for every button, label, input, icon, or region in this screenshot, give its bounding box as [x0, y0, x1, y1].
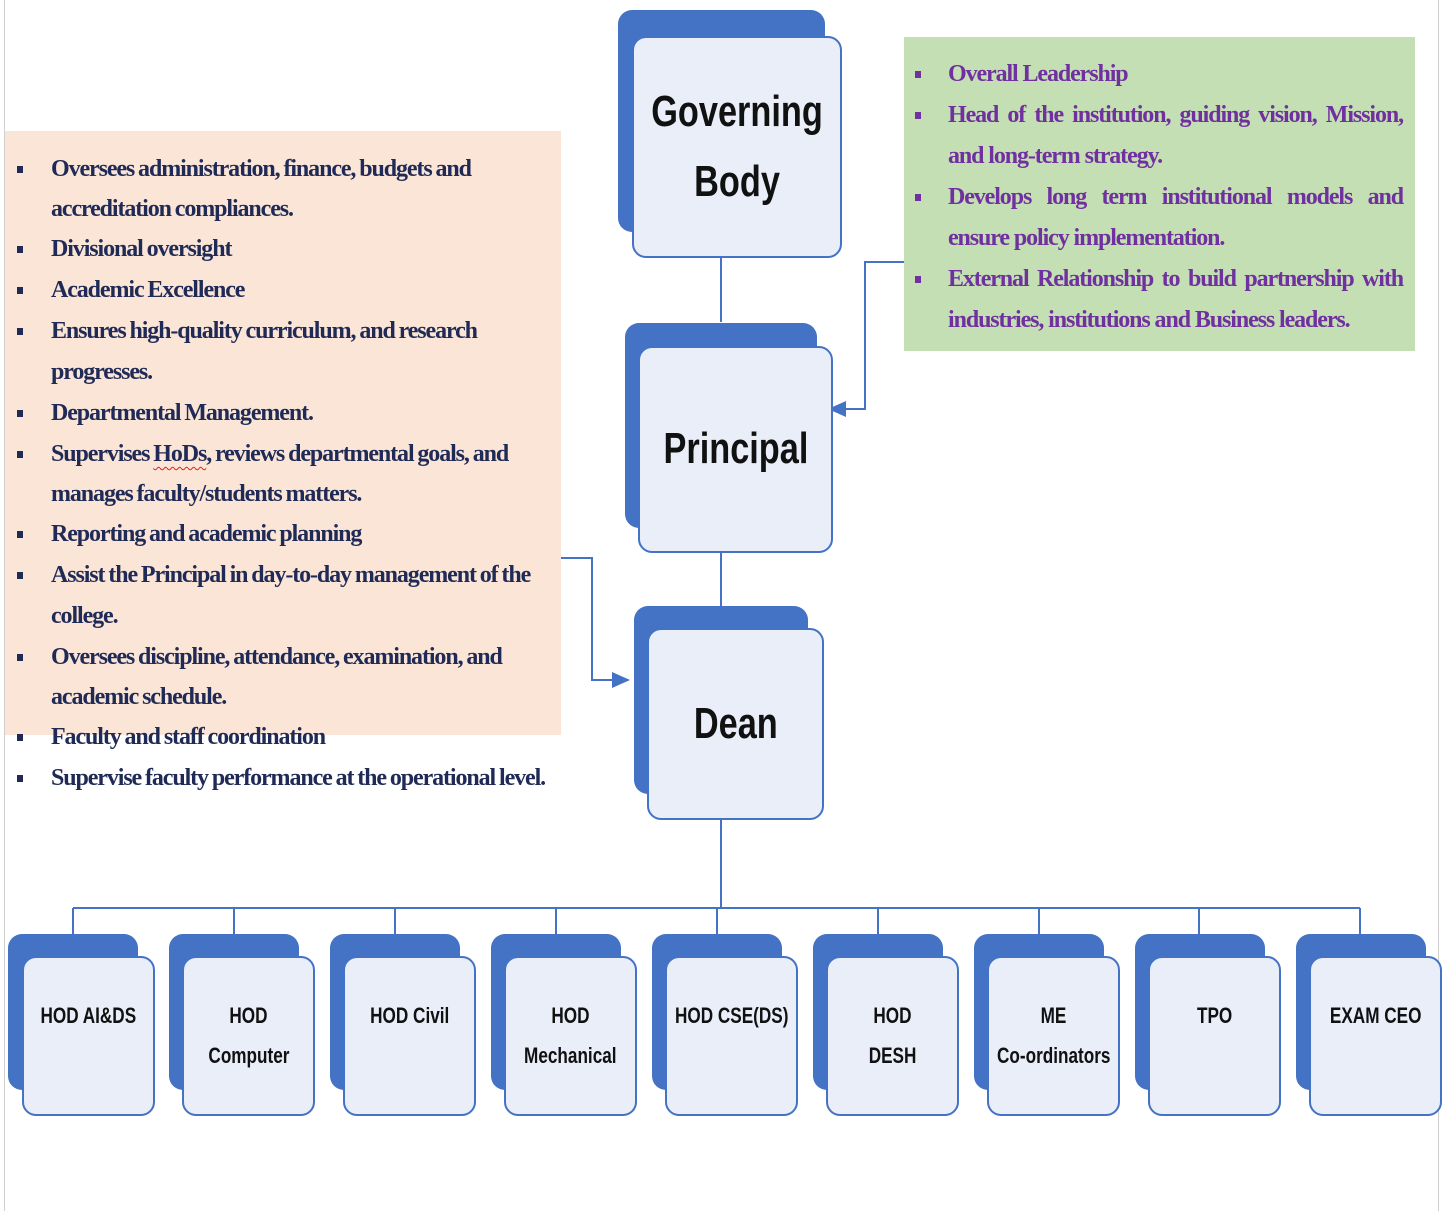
- list-item: Head of the institution, guiding vision,…: [915, 95, 1404, 177]
- list-item: Reporting and academic planning: [17, 514, 553, 555]
- list-item: Departmental Management.: [17, 393, 553, 434]
- hod-box: EXAM CEO: [1296, 934, 1444, 1120]
- college-logo-emblem: [20, 0, 120, 28]
- hod-box: HOD AI&DS: [8, 934, 156, 1120]
- list-item: Overall Leadership: [915, 54, 1403, 95]
- principal-responsibilities-panel: Overall Leadership Head of the instituti…: [904, 37, 1415, 351]
- list-item: Supervise faculty performance at the ope…: [17, 758, 553, 799]
- arrow-right-panel-to-principal: [828, 261, 904, 417]
- list-item: Ensures high-quality curriculum, and res…: [17, 311, 553, 393]
- page-border-right: [1438, 0, 1439, 1211]
- list-item: Develops long term institutional models …: [915, 177, 1404, 259]
- governing-body-box: Governing Body: [618, 10, 844, 260]
- dean-box: Dean: [634, 606, 826, 822]
- college-logo: [20, 0, 120, 28]
- principal-label: Principal: [663, 424, 808, 474]
- arrow-left-panel-to-dean: [561, 557, 630, 688]
- list-item: Faculty and staff coordination: [17, 717, 553, 758]
- page-border-left: [4, 0, 5, 1211]
- list-item: Supervises HoDs, reviews departmental go…: [17, 434, 553, 514]
- spellcheck-underline: HoDs: [153, 441, 207, 467]
- governing-body-line2: Body: [694, 157, 780, 206]
- dean-responsibilities-list: Oversees administration, finance, budget…: [17, 149, 553, 799]
- list-item: Oversees administration, finance, budget…: [17, 149, 553, 229]
- hod-box: TPO: [1135, 934, 1283, 1120]
- hod-box: HOD Civil: [330, 934, 478, 1120]
- dean-label: Dean: [693, 698, 778, 748]
- governing-body-line1: Governing: [651, 86, 823, 136]
- list-item: Academic Excellence: [17, 270, 553, 311]
- dean-responsibilities-panel: Oversees administration, finance, budget…: [5, 131, 561, 791]
- list-item: External Relationship to build partnersh…: [915, 259, 1404, 341]
- principal-box: Principal: [625, 323, 835, 555]
- principal-responsibilities-list: Overall Leadership Head of the instituti…: [915, 54, 1404, 341]
- list-item: Divisional oversight: [17, 229, 553, 270]
- list-item: Assist the Principal in day-to-day manag…: [17, 555, 553, 637]
- hod-box: HOD CSE(DS): [652, 934, 800, 1120]
- list-item: Oversees discipline, attendance, examina…: [17, 637, 553, 717]
